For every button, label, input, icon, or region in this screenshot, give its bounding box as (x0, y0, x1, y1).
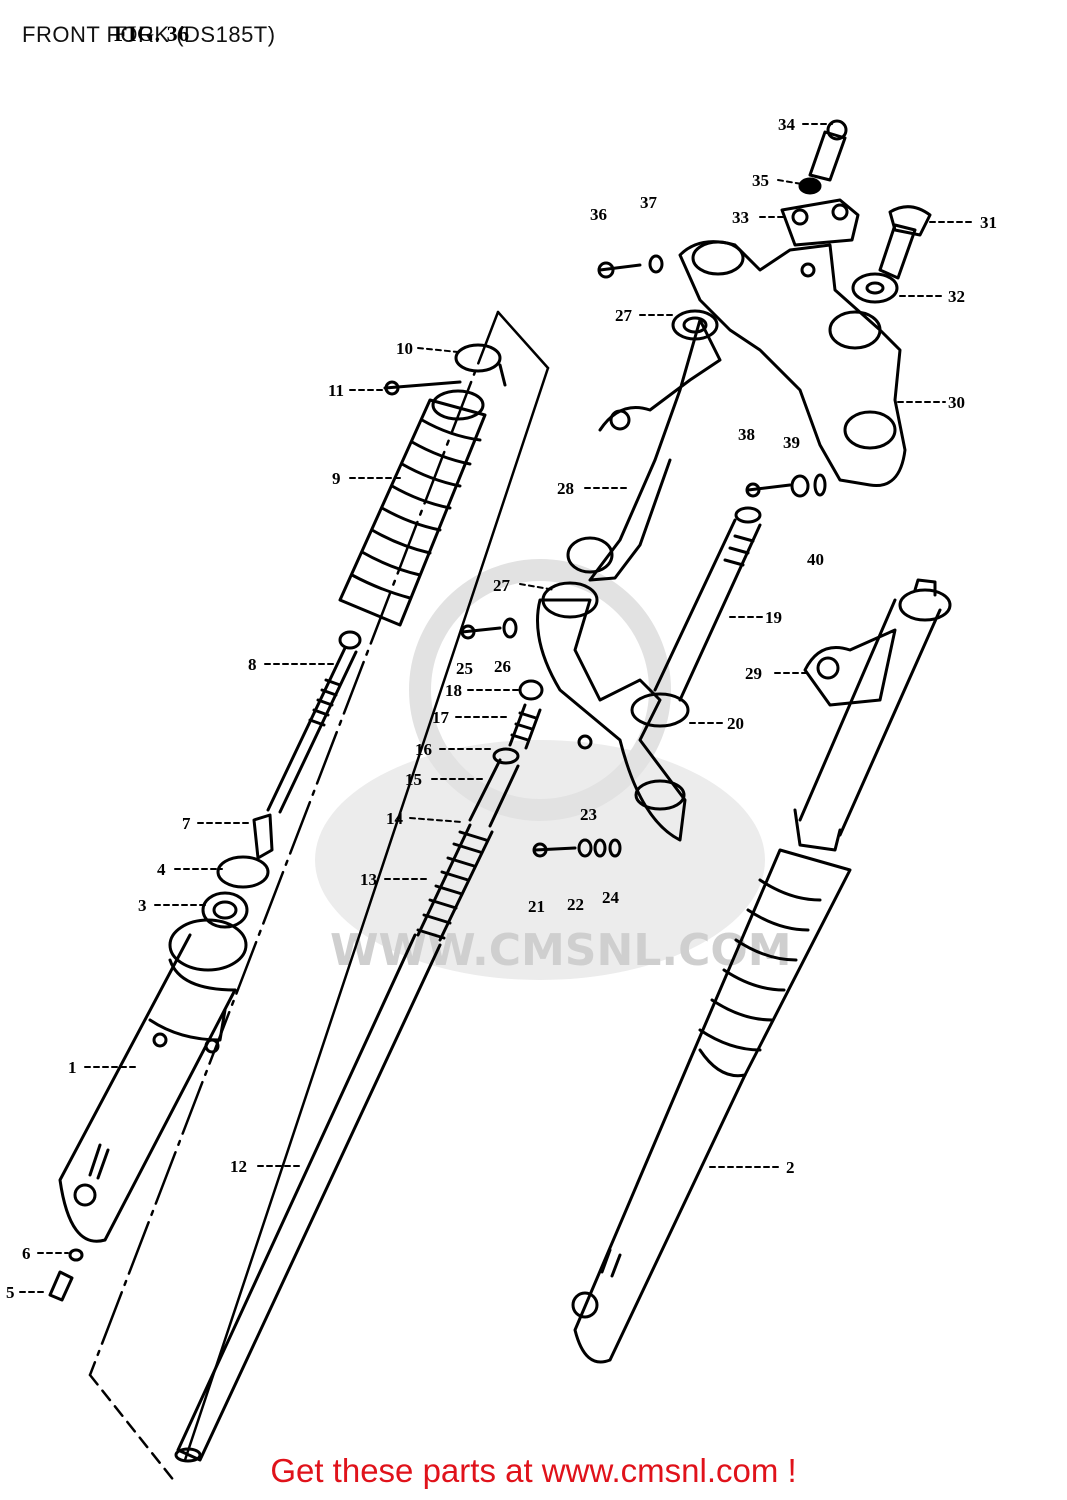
callout-38: 38 (738, 425, 755, 444)
callout-20: 20 (727, 714, 744, 733)
callout-32: 32 (948, 287, 965, 306)
callout-10: 10 (396, 339, 413, 358)
callout-19: 19 (765, 608, 782, 627)
callout-1: 1 (68, 1058, 77, 1077)
callout-25: 25 (456, 659, 473, 678)
part-31-stem-bolt (878, 205, 932, 280)
callout-12: 12 (230, 1157, 247, 1176)
part-26-washer (502, 617, 518, 639)
callout-37: 37 (640, 193, 658, 212)
callout-17: 17 (432, 708, 450, 727)
callout-leaders (19, 123, 976, 1293)
callout-35: 35 (752, 171, 769, 190)
callout-24: 24 (602, 888, 620, 907)
callout-31: 31 (980, 213, 997, 232)
callout-27-upper: 27 (615, 306, 633, 325)
part-5-drain-bolt (48, 1270, 74, 1302)
part-23-washer (593, 838, 607, 858)
callout-28: 28 (557, 479, 574, 498)
part-19-steering-stem (653, 506, 762, 702)
callout-23: 23 (580, 805, 597, 824)
callout-26: 26 (494, 657, 511, 676)
callout-13: 13 (360, 870, 377, 889)
part-6-washer (68, 1248, 84, 1262)
part-38-bolt (745, 482, 792, 498)
callout-2: 2 (786, 1158, 795, 1177)
part-10-clamp (454, 343, 507, 387)
part-25-bolt (460, 624, 502, 640)
part-12-outline (88, 310, 550, 1484)
part-8-damper-shaft (266, 630, 362, 814)
part-14-18-damper (468, 679, 544, 828)
part-34-bolt (808, 119, 848, 182)
callout-5: 5 (6, 1283, 15, 1302)
callout-21: 21 (528, 897, 545, 916)
page-title: FRONT FORK (DS185T) FIG. 36 (22, 21, 276, 48)
callout-8: 8 (248, 655, 257, 674)
callout-16: 16 (415, 740, 432, 759)
part-32-washer (851, 272, 899, 304)
part-29-bracket (803, 628, 897, 707)
part-22-washer (577, 838, 593, 858)
callout-30: 30 (948, 393, 965, 412)
part-21-bolt (532, 842, 577, 858)
title-text: FRONT FORK (DS185T) (22, 22, 276, 47)
callout-11: 11 (328, 381, 344, 400)
part-13-spring (416, 823, 494, 942)
part-35-washer (798, 177, 822, 195)
callout-27-lower: 27 (493, 576, 511, 595)
part-39-washer (790, 474, 810, 498)
part-30-upper-bracket (678, 240, 907, 488)
callout-39: 39 (783, 433, 800, 452)
part-9-fork-boot (338, 389, 487, 627)
callout-14: 14 (386, 809, 404, 828)
callout-34: 34 (778, 115, 796, 134)
callout-9: 9 (332, 469, 341, 488)
part-40-nut (813, 473, 827, 497)
figure-number: FIG. 36 (114, 21, 190, 46)
part-33-handlebar-clamp (780, 198, 860, 247)
callout-15: 15 (405, 770, 422, 789)
part-28-headlight-bracket (566, 318, 722, 582)
callout-6: 6 (22, 1244, 31, 1263)
part-37-washer (648, 254, 664, 274)
callout-18: 18 (445, 681, 462, 700)
callout-22: 22 (567, 895, 584, 914)
part-20-lower-bracket (536, 581, 690, 842)
callout-40: 40 (807, 550, 824, 569)
callout-4: 4 (157, 860, 166, 879)
part-36-bolt (597, 261, 642, 279)
callout-33: 33 (732, 208, 749, 227)
part-2-right-fork (571, 578, 952, 1364)
watermark: WWW.CMSNL.COM (315, 559, 792, 980)
get-parts-link[interactable]: Get these parts at www.cmsnl.com ! (270, 1452, 797, 1489)
callout-3: 3 (138, 896, 147, 915)
callout-numbers: 1 2 3 4 5 6 7 8 9 10 11 12 13 14 15 16 1… (6, 115, 997, 1302)
part-11-screw (383, 380, 462, 396)
part-12-fork-tube (174, 933, 442, 1463)
part-3-oil-seal (201, 891, 249, 929)
part-7-bushing (252, 813, 274, 860)
callout-36: 36 (590, 205, 607, 224)
part-24-nut (608, 838, 622, 858)
part-4-snap-ring (216, 855, 270, 889)
callout-29: 29 (745, 664, 762, 683)
part-1-left-outer-tube (58, 918, 248, 1243)
callout-7: 7 (182, 814, 191, 833)
